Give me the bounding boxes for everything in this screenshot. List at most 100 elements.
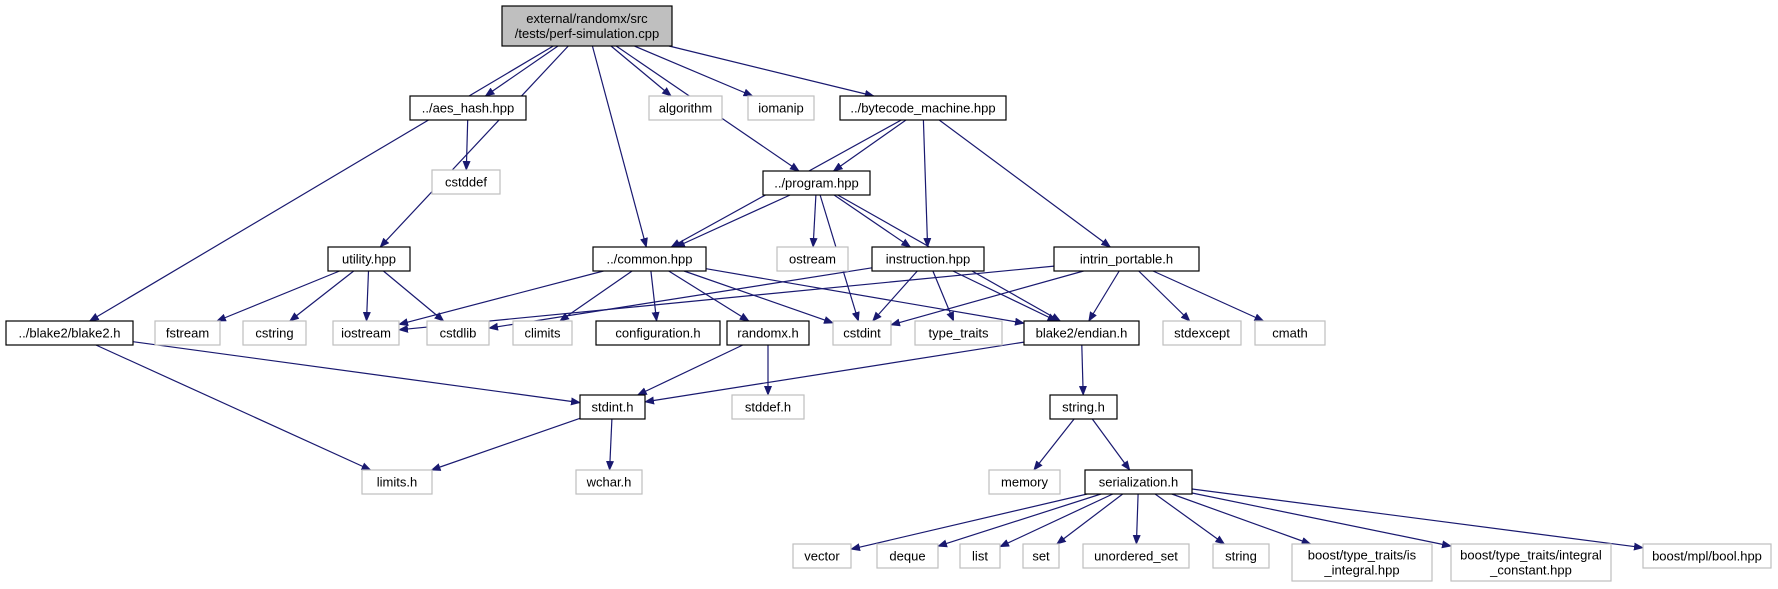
node-label: ../aes_hash.hpp xyxy=(422,101,515,116)
node-box xyxy=(792,543,852,569)
node-box xyxy=(431,169,501,195)
node-layer: external/randomx/src/tests/perf-simulati… xyxy=(5,5,1772,582)
node-label: climits xyxy=(524,326,561,341)
edge-serialization-to-vector xyxy=(850,493,1088,552)
node-root[interactable]: external/randomx/src/tests/perf-simulati… xyxy=(501,5,673,47)
node-program[interactable]: ../program.hpp xyxy=(762,170,871,196)
node-box xyxy=(501,5,673,47)
node-cstdlib: cstdlib xyxy=(426,320,490,346)
node-aes_hash[interactable]: ../aes_hash.hpp xyxy=(409,95,527,121)
node-box xyxy=(512,320,573,346)
node-box xyxy=(5,320,134,346)
node-label: wchar.h xyxy=(586,475,632,490)
node-is_integral: boost/type_traits/is_integral.hpp xyxy=(1291,543,1433,582)
node-fstream: fstream xyxy=(154,320,221,346)
node-box xyxy=(832,320,892,346)
node-label: string.h xyxy=(1062,400,1105,415)
edge-common-to-cstdint xyxy=(683,270,834,324)
node-box xyxy=(959,543,1001,569)
edge-serialization-to-string xyxy=(1154,493,1226,545)
node-common[interactable]: ../common.hpp xyxy=(592,246,707,272)
node-box xyxy=(1049,394,1118,420)
node-box xyxy=(1212,543,1270,569)
edge-serialization-to-integral_constant xyxy=(1191,492,1452,549)
node-box xyxy=(648,95,723,121)
edge-utility-to-cstring xyxy=(289,270,355,322)
node-label: ../common.hpp xyxy=(607,252,693,267)
node-label: blake2/endian.h xyxy=(1036,326,1128,341)
edge-serialization-to-bool xyxy=(1191,488,1644,551)
edge-utility-to-iostream xyxy=(362,270,371,322)
node-intrin[interactable]: intrin_portable.h xyxy=(1053,246,1200,272)
node-label: cstring xyxy=(255,326,293,341)
node-box xyxy=(1022,543,1060,569)
node-label: set xyxy=(1032,549,1050,564)
node-label: iomanip xyxy=(758,101,804,116)
node-endian[interactable]: blake2/endian.h xyxy=(1023,320,1140,346)
node-box xyxy=(361,469,433,495)
node-label: ../bytecode_machine.hpp xyxy=(850,101,995,116)
node-integral_constant: boost/type_traits/integral_constant.hpp xyxy=(1450,543,1612,582)
edge-root-to-aes_hash xyxy=(484,45,559,97)
node-box xyxy=(839,95,1007,121)
node-label: cstdlib xyxy=(440,326,477,341)
node-blake2[interactable]: ../blake2/blake2.h xyxy=(5,320,134,346)
edge-bytecode-to-intrin xyxy=(938,119,1112,248)
node-serialization[interactable]: serialization.h xyxy=(1084,469,1193,495)
node-label: string xyxy=(1225,549,1257,564)
node-string_h[interactable]: string.h xyxy=(1049,394,1118,420)
edge-root-to-algorithm xyxy=(610,45,672,97)
node-box xyxy=(409,95,527,121)
node-bytecode[interactable]: ../bytecode_machine.hpp xyxy=(839,95,1007,121)
node-box xyxy=(595,320,721,346)
node-wchar: wchar.h xyxy=(575,469,643,495)
node-cstdint: cstdint xyxy=(832,320,892,346)
node-label: stddef.h xyxy=(745,400,791,415)
node-iomanip: iomanip xyxy=(747,95,815,121)
node-box xyxy=(776,246,849,272)
node-label: _constant.hpp xyxy=(1489,563,1572,578)
node-box xyxy=(1254,320,1326,346)
node-label: boost/mpl/bool.hpp xyxy=(1652,549,1762,564)
node-box xyxy=(731,394,805,420)
node-label: algorithm xyxy=(659,101,712,116)
node-label: intrin_portable.h xyxy=(1080,252,1173,267)
edge-instruction-to-cstdlib xyxy=(488,267,873,331)
node-box xyxy=(876,543,939,569)
node-box xyxy=(242,320,307,346)
edge-program-to-ostream xyxy=(809,194,818,248)
node-label: boost/type_traits/integral xyxy=(1460,548,1602,563)
node-label: vector xyxy=(804,549,840,564)
edge-bytecode-to-instruction xyxy=(922,119,932,248)
node-label: instruction.hpp xyxy=(886,252,971,267)
edge-serialization-to-set xyxy=(1056,493,1124,545)
edge-intrin-to-stdexcept xyxy=(1138,270,1191,322)
node-cmath: cmath xyxy=(1254,320,1326,346)
node-limits: limits.h xyxy=(361,469,433,495)
node-utility[interactable]: utility.hpp xyxy=(327,246,411,272)
edge-common-to-iostream xyxy=(398,270,604,326)
edge-intrin-to-iostream xyxy=(398,265,1055,333)
node-label: ostream xyxy=(789,252,836,267)
node-label: randomx.h xyxy=(737,326,798,341)
edge-blake2-to-stdint xyxy=(132,341,581,406)
node-instruction[interactable]: instruction.hpp xyxy=(871,246,985,272)
node-label: iostream xyxy=(341,326,391,341)
node-stdint[interactable]: stdint.h xyxy=(579,394,646,420)
node-box xyxy=(327,246,411,272)
node-label: cstddef xyxy=(445,175,487,190)
edge-program-to-common xyxy=(674,194,791,248)
node-deque: deque xyxy=(876,543,939,569)
node-configuration[interactable]: configuration.h xyxy=(595,320,721,346)
edge-intrin-to-cstdint xyxy=(890,270,1084,327)
node-box xyxy=(1023,320,1140,346)
node-box xyxy=(1162,320,1242,346)
node-box xyxy=(1053,246,1200,272)
edge-root-to-iomanip xyxy=(634,45,754,97)
node-box xyxy=(747,95,815,121)
edge-instruction-to-type_traits xyxy=(932,270,955,322)
node-randomx[interactable]: randomx.h xyxy=(726,320,810,346)
node-label: configuration.h xyxy=(615,326,700,341)
node-box xyxy=(332,320,400,346)
edge-instruction-to-cstdint xyxy=(872,270,918,322)
